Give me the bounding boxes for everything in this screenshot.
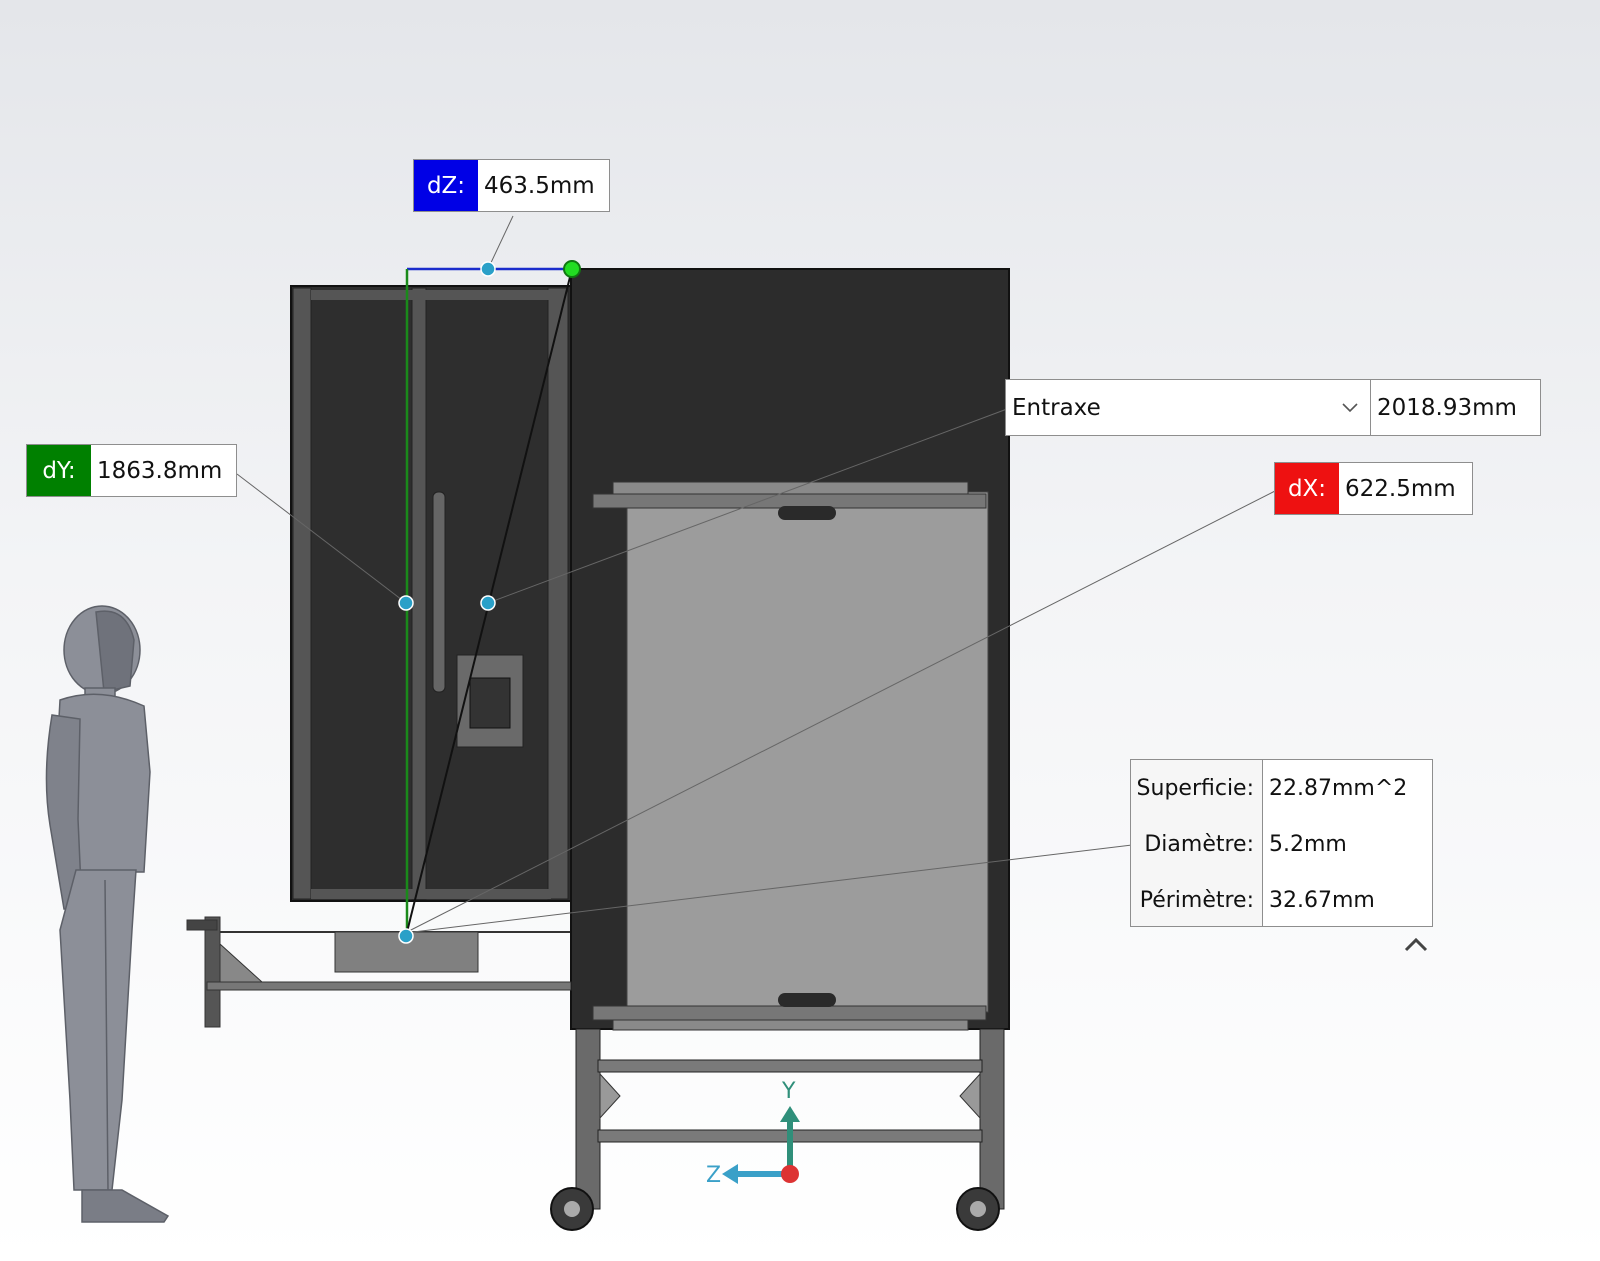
- property-value: 22.87mm^2: [1269, 775, 1408, 801]
- dx-label: dX:: [1275, 463, 1339, 514]
- orientation-triad[interactable]: Y Z: [706, 1079, 800, 1188]
- property-label: Périmètre:: [1139, 887, 1254, 913]
- dy-value: 1863.8mm: [97, 457, 223, 484]
- property-value: 32.67mm: [1269, 887, 1375, 913]
- distance-measure-box: Entraxe 2018.93mm: [1005, 379, 1541, 436]
- properties-box: Superficie: Diamètre: Périmètre: 22.87mm…: [1130, 759, 1433, 927]
- triad-z-label: Z: [706, 1163, 721, 1188]
- properties-values: 22.87mm^2 5.2mm 32.67mm: [1263, 760, 1432, 926]
- distance-mode-value: Entraxe: [1012, 394, 1101, 421]
- lower-tray-arm: [186, 916, 572, 1028]
- distance-value: 2018.93mm: [1377, 394, 1517, 421]
- cabinet-door: [290, 285, 572, 902]
- dy-measure-tag[interactable]: dY: 1863.8mm: [26, 444, 237, 497]
- machine-cabinet: [550, 268, 1010, 1231]
- chevron-up-icon[interactable]: [1401, 932, 1431, 958]
- distance-mode-dropdown[interactable]: Entraxe: [1006, 380, 1371, 435]
- properties-labels: Superficie: Diamètre: Périmètre:: [1131, 760, 1263, 926]
- dx-measure-tag[interactable]: dX: 622.5mm: [1274, 462, 1473, 515]
- property-label: Superficie:: [1136, 775, 1254, 801]
- triad-x-axis: [781, 1165, 799, 1183]
- dz-label: dZ:: [414, 160, 478, 211]
- property-value: 5.2mm: [1269, 831, 1347, 857]
- human-mannequin: [45, 605, 170, 1223]
- dz-value: 463.5mm: [484, 172, 595, 199]
- triad-y-label: Y: [781, 1079, 796, 1104]
- dz-measure-tag[interactable]: dZ: 463.5mm: [413, 159, 610, 212]
- dy-label: dY:: [27, 445, 91, 496]
- chevron-down-icon: [1342, 402, 1358, 412]
- measurement-points[interactable]: [398, 260, 581, 944]
- dx-value: 622.5mm: [1345, 475, 1456, 502]
- property-label: Diamètre:: [1144, 831, 1254, 857]
